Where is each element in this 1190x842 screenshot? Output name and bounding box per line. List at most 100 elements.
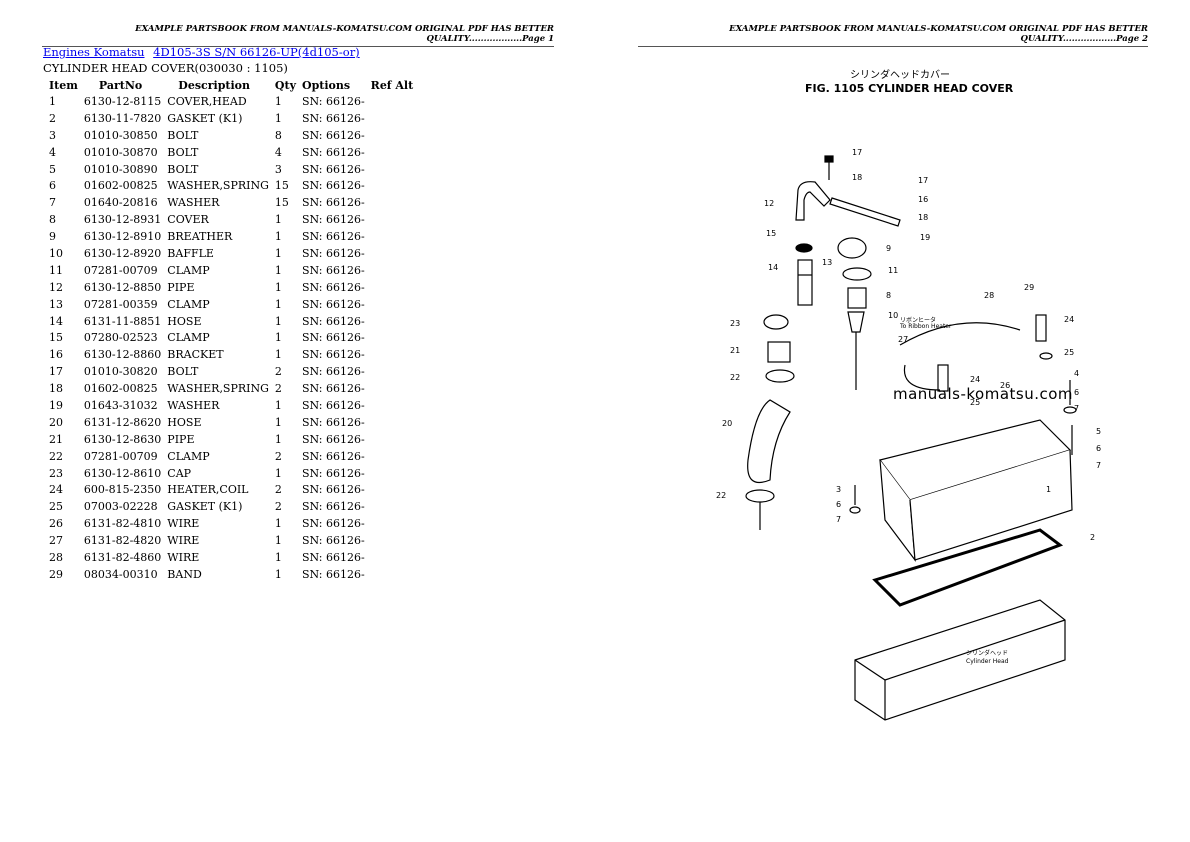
cell-partno: 08034-00310 (83, 567, 158, 581)
callout-6a: 6 (1074, 388, 1079, 397)
callout-16: 16 (918, 195, 928, 204)
exploded-diagram: シリンダヘッドカバー FIG. 1105 CYLINDER HEAD COVER (716, 68, 1101, 721)
cell-description: CLAMP (167, 297, 210, 311)
cell-refalt (368, 515, 417, 532)
cell-qty: 1 (274, 230, 282, 244)
cell-item: 28 (49, 550, 63, 564)
breadcrumb-link-engines[interactable]: Engines Komatsu (43, 45, 145, 59)
cell-partno: 01640-20816 (83, 196, 158, 210)
cell-item: 9 (49, 230, 56, 244)
cell-partno: 01010-30870 (83, 145, 158, 159)
callout-25a: 25 (1064, 348, 1074, 357)
fig-jp-title: シリンダヘッドカバー (850, 68, 950, 81)
fig-title: FIG. 1105 CYLINDER HEAD COVER (805, 82, 1014, 95)
jp-head-label: シリンダヘッド (966, 649, 1008, 657)
cell-partno: 07281-00359 (83, 297, 158, 311)
cell-qty: 1 (274, 348, 282, 362)
cell-options: SN: 66126- (301, 196, 365, 210)
cell-partno: 6131-82-4820 (83, 534, 162, 548)
cell-description: BOLT (167, 145, 199, 159)
breadcrumb-link-model[interactable]: 4D105-3S S/N 66126-UP(4d105-or) (153, 45, 360, 59)
cell-partno: 01643-31032 (83, 398, 158, 412)
cell-description: BAND (167, 567, 202, 581)
cell-partno: 01010-30820 (83, 365, 158, 379)
cell-options: SN: 66126- (301, 449, 365, 463)
cell-description: HOSE (167, 415, 202, 429)
table-header-row: Item PartNo Description Qty Options Ref … (43, 77, 416, 93)
cell-qty: 1 (274, 550, 282, 564)
cell-item: 19 (49, 398, 63, 412)
cell-refalt (368, 228, 417, 245)
cell-options: SN: 66126- (301, 94, 365, 108)
callout-2: 2 (1090, 533, 1095, 542)
cell-partno: 6130-12-8610 (83, 466, 162, 480)
cell-partno: 6130-12-8115 (83, 94, 162, 108)
cell-item: 8 (49, 213, 56, 227)
cell-description: BOLT (167, 162, 199, 176)
callout-18b: 18 (918, 213, 928, 222)
cell-description: HEATER,COIL (167, 483, 249, 497)
cell-qty: 1 (274, 517, 282, 531)
cell-description: WASHER (167, 398, 220, 412)
callout-1: 1 (1046, 485, 1051, 494)
cell-qty: 2 (274, 382, 282, 396)
col-item: Item (49, 78, 78, 92)
cell-qty: 8 (274, 128, 282, 142)
cell-partno: 6130-12-8920 (83, 246, 162, 260)
cell-refalt (368, 448, 417, 465)
callout-27: 27 (898, 335, 908, 344)
ribbon-heater-label: To Ribbon Heater (899, 323, 952, 330)
cell-item: 20 (49, 415, 63, 429)
cell-description: HOSE (167, 314, 202, 328)
cell-description: WIRE (167, 517, 200, 531)
cell-description: CLAMP (167, 449, 210, 463)
cell-partno: 6131-11-8851 (83, 314, 162, 328)
cell-description: COVER,HEAD (167, 94, 247, 108)
cell-options: SN: 66126- (301, 567, 365, 581)
cell-options: SN: 66126- (301, 179, 365, 193)
cell-refalt (368, 397, 417, 414)
cell-description: WASHER (167, 196, 220, 210)
cell-item: 7 (49, 196, 56, 210)
cell-options: SN: 66126- (301, 365, 365, 379)
col-refalt: Ref Alt (370, 78, 414, 92)
cell-description: PIPE (167, 280, 195, 294)
cell-item: 29 (49, 567, 63, 581)
cell-partno: 6130-11-7820 (83, 111, 162, 125)
cell-refalt (368, 532, 417, 549)
cell-description: PIPE (167, 432, 195, 446)
cell-item: 23 (49, 466, 63, 480)
cell-qty: 15 (274, 196, 289, 210)
cell-refalt (368, 380, 417, 397)
callout-28: 28 (984, 291, 994, 300)
cell-item: 13 (49, 297, 63, 311)
cell-options: SN: 66126- (301, 398, 365, 412)
cell-qty: 1 (274, 415, 282, 429)
callout-12: 12 (764, 199, 774, 208)
col-qty: Qty (274, 78, 296, 92)
cell-refalt (368, 566, 417, 583)
cell-refalt (368, 431, 417, 448)
cell-qty: 1 (274, 111, 282, 125)
cell-item: 5 (49, 162, 56, 176)
page1-header: EXAMPLE PARTSBOOK FROM MANUALS-KOMATSU.C… (42, 24, 554, 47)
cell-options: SN: 66126- (301, 432, 365, 446)
callout-7b: 7 (1096, 461, 1101, 470)
table-row: 7 01640-20816 WASHER 15 SN: 66126- (43, 194, 416, 211)
cell-qty: 1 (274, 280, 282, 294)
callout-23: 23 (730, 319, 740, 328)
col-description: Description (178, 78, 250, 92)
cell-description: CLAMP (167, 263, 210, 277)
cell-item: 26 (49, 517, 63, 531)
cell-refalt (368, 262, 417, 279)
col-partno: PartNo (98, 78, 143, 92)
cell-options: SN: 66126- (301, 382, 365, 396)
